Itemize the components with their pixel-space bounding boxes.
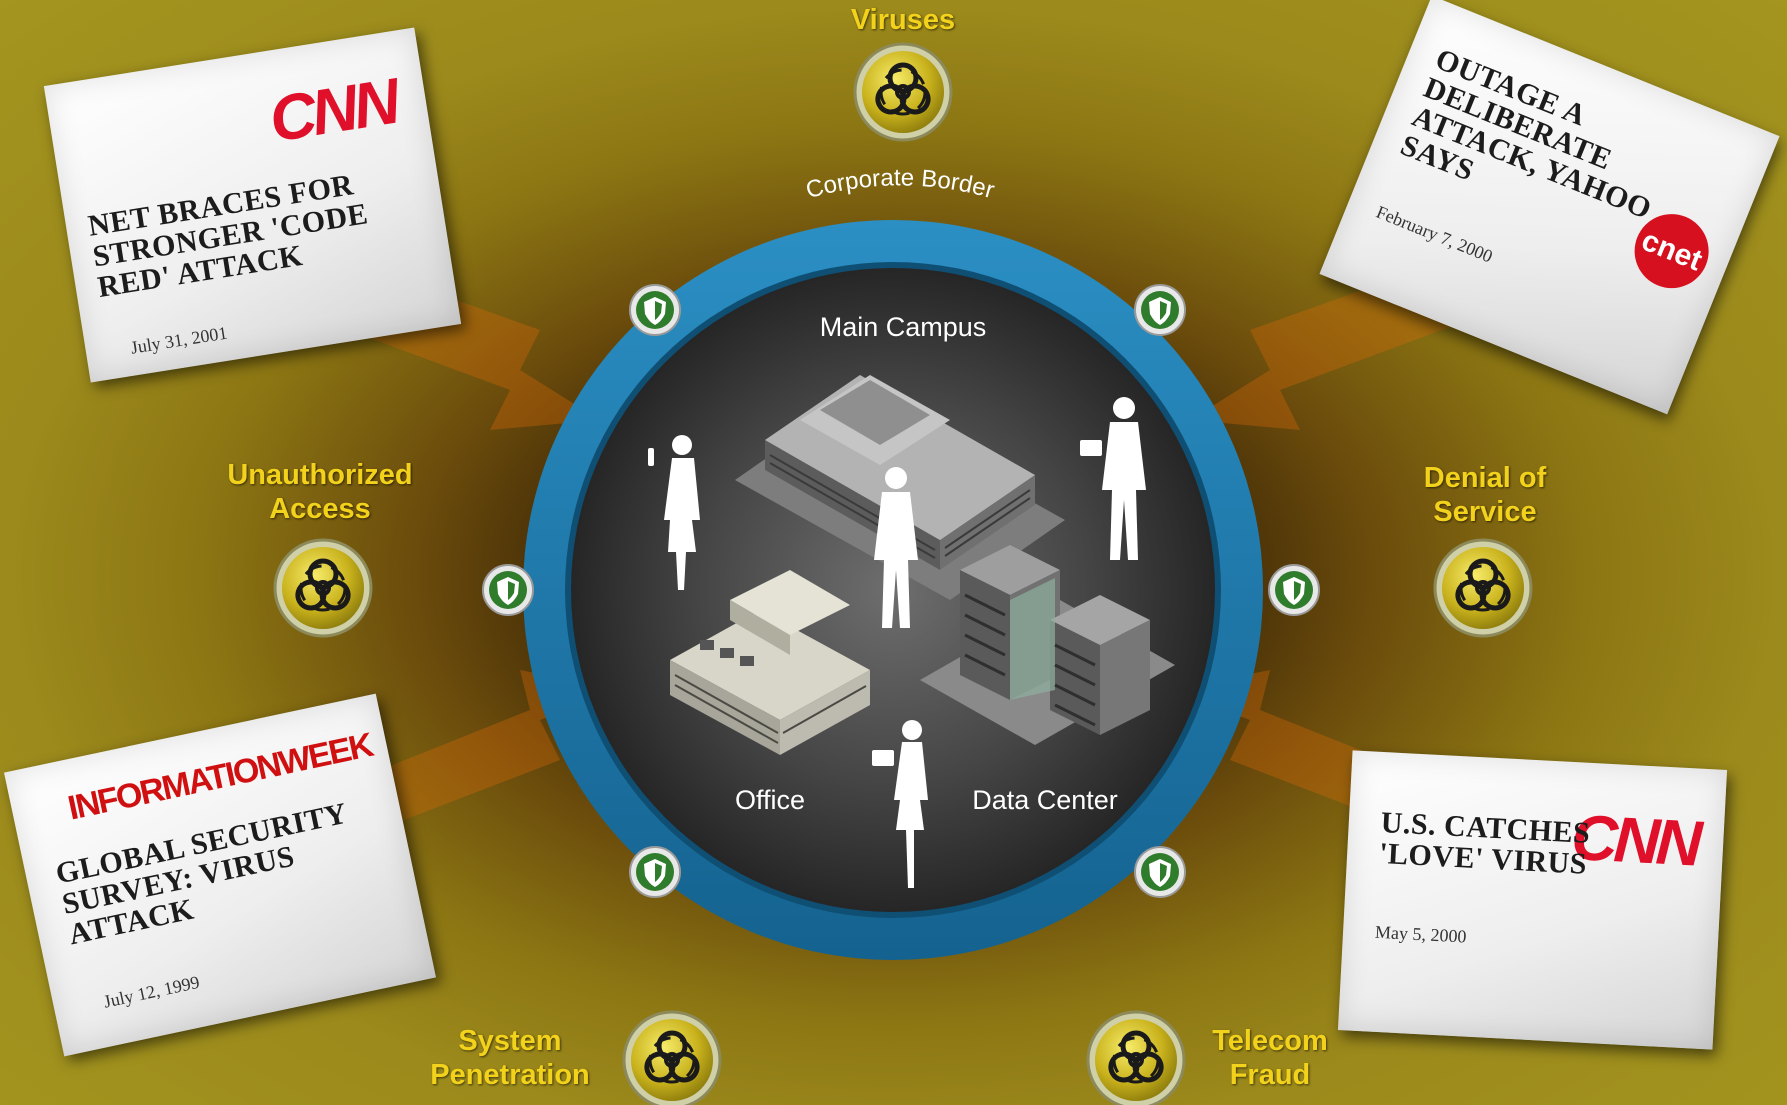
- newspaper-date: February 7, 2000: [1373, 201, 1496, 267]
- shield-icon: [629, 846, 681, 898]
- zone-label-main-campus: Main Campus: [819, 312, 987, 342]
- person-man-center: [874, 467, 918, 628]
- zone-label-office: Office: [734, 785, 806, 815]
- shield-icon: [1134, 846, 1186, 898]
- biohazard-icon: [1433, 538, 1533, 638]
- newspaper-headline: U.S. CATCHES 'LOVE' VIRUS: [1378, 805, 1592, 881]
- cnn-logo: CNN: [264, 64, 402, 156]
- person-woman-bottom: [872, 720, 928, 888]
- newspaper-cnn-code-red: CNN NET BRACES FOR STRONGER 'CODE RED' A…: [43, 27, 462, 383]
- firewall-shields: [482, 284, 1320, 898]
- person-woman-left: [648, 435, 700, 590]
- threat-label-telecom-fraud: Telecom Fraud: [1212, 1025, 1328, 1091]
- corporate-border-label: Corporate Border: [803, 164, 997, 204]
- data-center-building: [920, 545, 1175, 745]
- people-silhouettes: [648, 397, 1146, 888]
- newspaper-date: May 5, 2000: [1374, 921, 1468, 947]
- biohazard-icon: [273, 538, 373, 638]
- biohazard-icon: [853, 42, 953, 142]
- newspaper-date: July 12, 1999: [101, 971, 202, 1012]
- threat-label-unauthorized-access: Unauthorized Access: [227, 459, 413, 525]
- shield-icon: [1134, 284, 1186, 336]
- threat-label-viruses: Viruses: [850, 4, 956, 36]
- biohazard-icon: [622, 1010, 722, 1105]
- threat-hazard-icons: [273, 42, 1533, 1105]
- threat-label-system-penetration: System Penetration: [430, 1025, 590, 1091]
- threat-label-denial-of-service: Denial of Service: [1423, 462, 1547, 528]
- office-building: [670, 570, 870, 755]
- svg-text:Corporate Border: Corporate Border: [803, 164, 997, 204]
- newspaper-date: July 31, 2001: [129, 322, 229, 358]
- shield-icon: [1268, 564, 1320, 616]
- newspaper-headline: NET BRACES FOR STRONGER 'CODE RED' ATTAC…: [85, 168, 371, 304]
- shield-icon: [482, 564, 534, 616]
- person-man-right: [1080, 397, 1146, 560]
- newspaper-cnn-love-virus: CNN U.S. CATCHES 'LOVE' VIRUS May 5, 200…: [1337, 750, 1728, 1050]
- shield-icon: [629, 284, 681, 336]
- zone-label-data-center: Data Center: [972, 785, 1118, 815]
- biohazard-icon: [1086, 1010, 1186, 1105]
